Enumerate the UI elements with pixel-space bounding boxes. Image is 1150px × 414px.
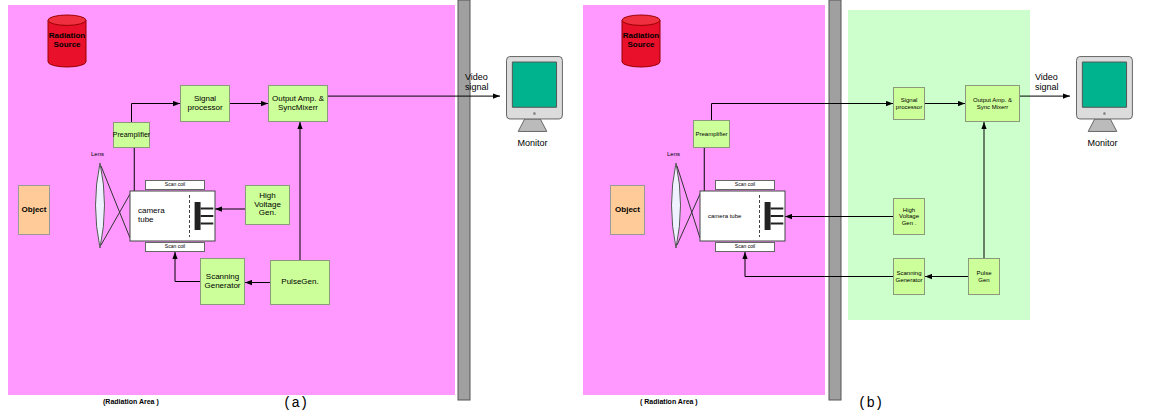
node-text: Scan coil: [165, 182, 185, 188]
light-ray: [677, 194, 700, 245]
process-box: PulseGen.: [270, 260, 330, 305]
process-box: Scanning Generator: [200, 258, 245, 305]
connector: [785, 216, 893, 217]
node-text: PulseGen.: [281, 278, 318, 287]
node-text: Radiation Source: [49, 32, 85, 50]
radiation-area: ( Radiation Area )Radiation SourcePreamp…: [583, 5, 825, 395]
node-text: Scan coil: [735, 182, 755, 188]
monitor: Monitor: [1070, 55, 1135, 133]
node-text: (Radiation Area ): [103, 398, 159, 406]
shield-wall: [458, 0, 470, 400]
connector: [328, 96, 500, 97]
node-text: Object: [22, 206, 47, 215]
node-text: Scanning Generator: [896, 270, 923, 283]
node-text: Scan coil: [735, 244, 755, 250]
safe-area-panel: [848, 10, 1030, 320]
process-box: Output Amp. & Sync Mixerr: [965, 85, 1020, 122]
process-box: Scanning Generator: [893, 258, 925, 295]
node-text: Signal processor: [896, 97, 922, 110]
mon-drawing: [500, 55, 565, 133]
radiation-area-fill: [583, 5, 825, 395]
node-text: Radiation Source: [623, 32, 659, 50]
connector: [704, 148, 705, 191]
panel-label: (a): [283, 396, 308, 411]
process-box: Signal processor: [180, 85, 230, 122]
connector: [245, 282, 270, 283]
node-text: Signal processor: [183, 95, 227, 113]
radiation-source: Radiation Source: [48, 15, 86, 67]
process-box: Pulse Gen: [968, 258, 1000, 295]
process-box: Output Amp. & SyncMixerr: [268, 85, 328, 122]
radiation-area: (Radiation Area )Radiation SourceSignal …: [8, 5, 455, 395]
connector: [925, 276, 968, 277]
connector: [925, 103, 965, 104]
panel-label: (b): [858, 396, 883, 411]
signal-label: Video signal: [465, 73, 505, 93]
mon-drawing: [1070, 55, 1135, 133]
connector: [215, 209, 245, 210]
light-ray: [101, 194, 130, 245]
camera-tube: camera tube: [130, 191, 215, 241]
node-text: ( Radiation Area ): [640, 398, 698, 406]
lens-symbol: [672, 163, 681, 248]
scan-coil: Scan coil: [145, 180, 205, 190]
connector: [300, 122, 301, 260]
node-text: camera tube: [708, 213, 741, 220]
process-box: High Voltage Gen.: [245, 185, 290, 225]
connector: [712, 104, 894, 121]
node-text: camera tube: [138, 207, 173, 225]
lens-symbol: [96, 163, 105, 248]
camera-tube: camera tube: [700, 191, 785, 241]
scan-coil: Scan coil: [145, 242, 205, 252]
process-box: Preamplifier: [113, 122, 150, 148]
node-text: Pulse Gen: [971, 270, 997, 283]
lens-label: Lens: [91, 151, 104, 158]
object-box: Object: [610, 185, 645, 235]
signal-label: Video signal: [1035, 73, 1075, 93]
node-text: Object: [615, 206, 640, 215]
node-text: High Voltage Gen .: [896, 207, 922, 227]
radiation-source: Radiation Source: [622, 15, 660, 67]
process-box: Signal processor: [893, 87, 925, 120]
connector: [175, 252, 200, 282]
lens-label: Lens: [667, 151, 680, 158]
connector: [230, 103, 268, 104]
process-box: High Voltage Gen .: [893, 198, 925, 235]
object-box: Object: [18, 185, 50, 235]
connector: [745, 252, 893, 277]
connector: [1020, 96, 1070, 97]
node-text: Output Amp. & Sync Mixerr: [968, 97, 1017, 110]
node-text: Scanning Generator: [203, 273, 242, 291]
scan-coil: Scan coil: [715, 242, 775, 252]
connector: [132, 104, 181, 123]
node-text: Output Amp. & SyncMixerr: [271, 95, 325, 113]
node-text: Monitor: [500, 139, 565, 149]
node-text: Monitor: [1070, 139, 1135, 149]
node-text: Preamplifier: [113, 131, 150, 139]
shield-wall: [829, 0, 841, 400]
process-box: Preamplifier: [693, 120, 730, 148]
connector: [134, 148, 135, 191]
radiation-area-fill: [8, 5, 455, 395]
scan-coil: Scan coil: [715, 180, 775, 190]
node-text: High Voltage Gen.: [248, 192, 287, 218]
node-text: Scan coil: [165, 244, 185, 250]
monitor: Monitor: [500, 55, 565, 133]
node-text: Preamplifier: [696, 131, 728, 138]
connector: [984, 122, 985, 258]
